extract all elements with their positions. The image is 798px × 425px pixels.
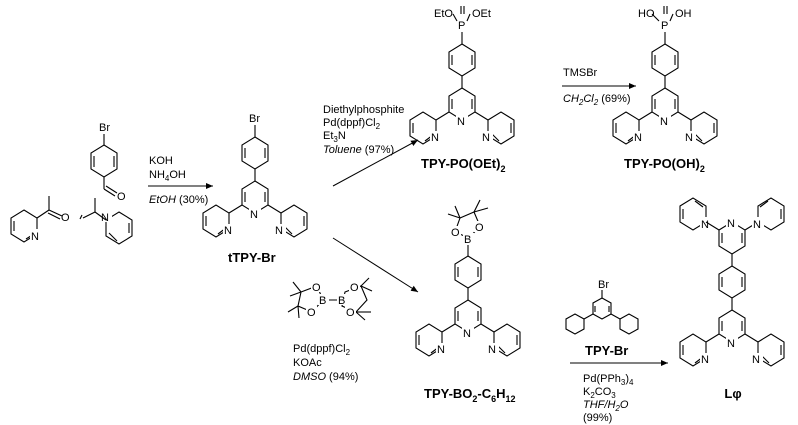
atom-n: N [101,212,109,224]
svg-text:HO: HO [638,8,655,20]
svg-text:N: N [660,116,668,128]
reaction-arrow-2 [332,139,419,187]
svg-text:O: O [350,282,359,294]
svg-text:Pd(dppf)Cl2: Pd(dppf)Cl2 [293,343,351,357]
svg-text:B: B [319,295,326,307]
2-acetylpyridine-2: N [79,198,133,245]
svg-text:Et3N: Et3N [323,130,346,144]
svg-text:B: B [338,295,345,307]
compound-tpy-po-oet2: TPY-PO(OEt)2 [421,156,505,174]
atom-n: N [250,209,258,221]
svg-text:K2CO3: K2CO3 [583,386,616,400]
svg-text:N: N [463,328,471,340]
svg-text:N: N [488,344,496,356]
atom-n: N [275,225,283,237]
l-phi-structure: N N N N N N [679,197,785,367]
svg-text:O: O [346,307,355,319]
atom-n: N [31,231,39,243]
conditions-step3: TMSBr CH2Cl2 (69%) [563,67,631,107]
svg-text:N: N [431,132,439,144]
svg-text:CH2Cl2 (69%): CH2Cl2 (69%) [563,93,631,107]
svg-text:N: N [701,354,709,366]
tpy-bo2-c6h12-structure: O O B N N N [415,199,521,357]
conditions-step1: KOH NH4OH EtOH (30%) [149,155,208,206]
svg-text:O: O [475,222,484,234]
svg-text:TMSBr: TMSBr [563,67,598,79]
svg-text:KOAc: KOAc [293,357,322,369]
tpy-po-oet2-structure: EtO OEt P N N N [409,6,515,145]
compound-tpy-bo2-c6h12: TPY-BO2-C6H12 [424,386,516,404]
svg-text:P: P [458,20,465,32]
svg-text:Diethylphosphite: Diethylphosphite [323,104,404,116]
bis-pinacolato-diboron: O O B B O O [287,277,373,321]
ttpy-br-structure: Br N N N [202,113,308,238]
svg-text:B: B [464,234,471,246]
svg-text:DMSO (94%): DMSO (94%) [293,371,358,383]
svg-text:OEt: OEt [472,8,491,20]
atom-br: Br [249,113,260,125]
svg-text:N: N [701,219,709,231]
svg-text:(99%): (99%) [583,412,612,424]
svg-text:P: P [661,20,668,32]
svg-text:O: O [451,227,460,239]
svg-text:N: N [457,116,465,128]
tpy-po-oh2-structure: HO OH P N N N [612,6,718,145]
svg-text:N: N [482,132,490,144]
svg-text:EtO: EtO [434,8,453,20]
svg-text:N: N [634,132,642,144]
compound-tpy-po-oh2: TPY-PO(OH)2 [624,156,705,174]
reagent-tpy-br: TPY-Br [585,343,628,358]
svg-text:THF/H2O: THF/H2O [583,399,629,413]
svg-text:N: N [753,219,761,231]
atom-n: N [224,225,232,237]
svg-text:EtOH (30%): EtOH (30%) [149,194,208,206]
compound-ttpy-br: tTPY-Br [228,250,276,265]
tpy-br-reagent-structure: Br [565,279,639,335]
svg-text:N: N [752,354,760,366]
reaction-arrow-3 [332,237,419,293]
svg-text:KOH: KOH [149,155,173,167]
atom-o: O [117,191,126,203]
atom-br: Br [99,122,110,134]
conditions-step2: Diethylphosphite Pd(dppf)Cl2 Et3N Toluen… [323,104,404,156]
conditions-step5: Pd(PPh3)4 K2CO3 THF/H2O (99%) [583,373,634,424]
svg-text:N: N [727,338,735,350]
svg-text:Pd(PPh3)4: Pd(PPh3)4 [583,373,634,387]
svg-text:N: N [727,218,735,230]
compound-l-phi: Lφ [724,386,741,401]
svg-text:Pd(dppf)Cl2: Pd(dppf)Cl2 [323,117,381,131]
atom-o: O [61,212,70,224]
2-acetylpyridine-1: N O [10,196,70,243]
svg-text:Toluene (97%): Toluene (97%) [323,144,394,156]
svg-text:O: O [307,307,316,319]
svg-text:Br: Br [598,279,609,291]
4-bromobenzaldehyde: Br O [90,122,126,203]
svg-text:NH4OH: NH4OH [149,169,186,183]
svg-text:OH: OH [675,8,692,20]
svg-text:O: O [312,282,321,294]
svg-text:N: N [685,132,693,144]
svg-text:N: N [437,344,445,356]
conditions-step4: Pd(dppf)Cl2 KOAc DMSO (94%) [293,343,358,383]
